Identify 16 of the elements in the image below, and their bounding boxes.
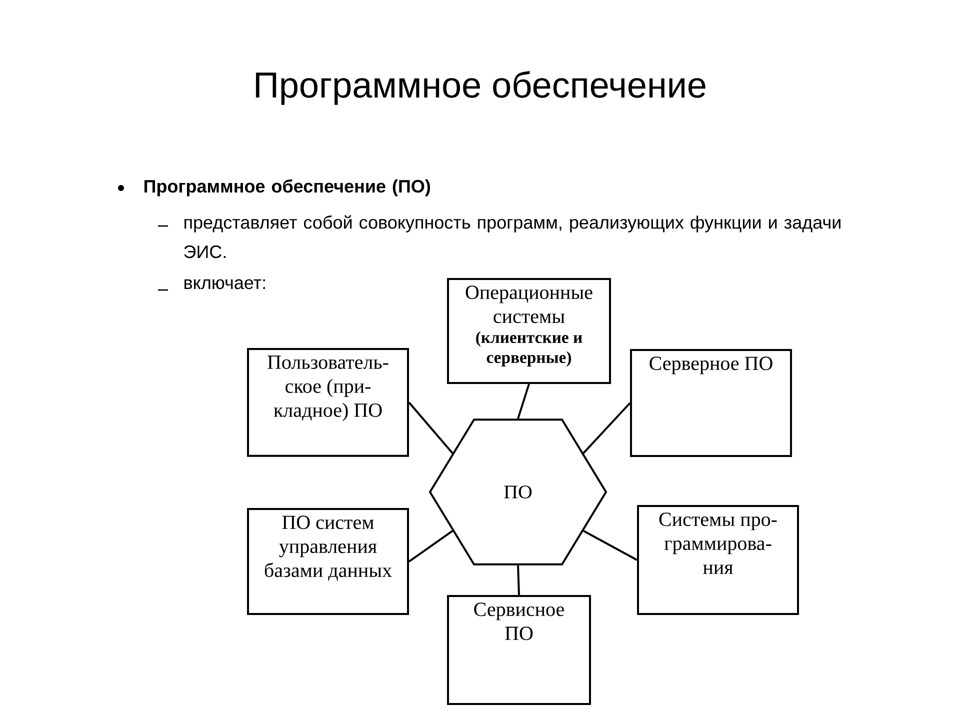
bullet-text: включает: (184, 279, 265, 290)
connector-line (582, 402, 631, 454)
bullet-text: представляет собой совокупность программ, реализующих функции и задачи ЭИС. (184, 215, 840, 258)
text-box: Серверное ПО (630, 349, 792, 457)
text-box: ПО систем управления базами данных (247, 508, 409, 616)
text-box: Сервисное ПО (447, 595, 591, 705)
bullet-text: Программное обеспечение (ПО) (144, 179, 430, 196)
text-box: Операционные системы (клиентские и серверные) (447, 278, 611, 384)
connector-line (517, 565, 520, 596)
connector-line (517, 384, 530, 419)
text-box: Системы про- граммирова- ния (637, 505, 799, 615)
text-box: Пользователь- ское (при- кладное) ПО (247, 348, 409, 457)
slide-title: Программное обеспечение (256, 71, 706, 105)
connector-line (583, 530, 638, 561)
connector-line (408, 402, 454, 454)
connector-line (408, 530, 454, 562)
